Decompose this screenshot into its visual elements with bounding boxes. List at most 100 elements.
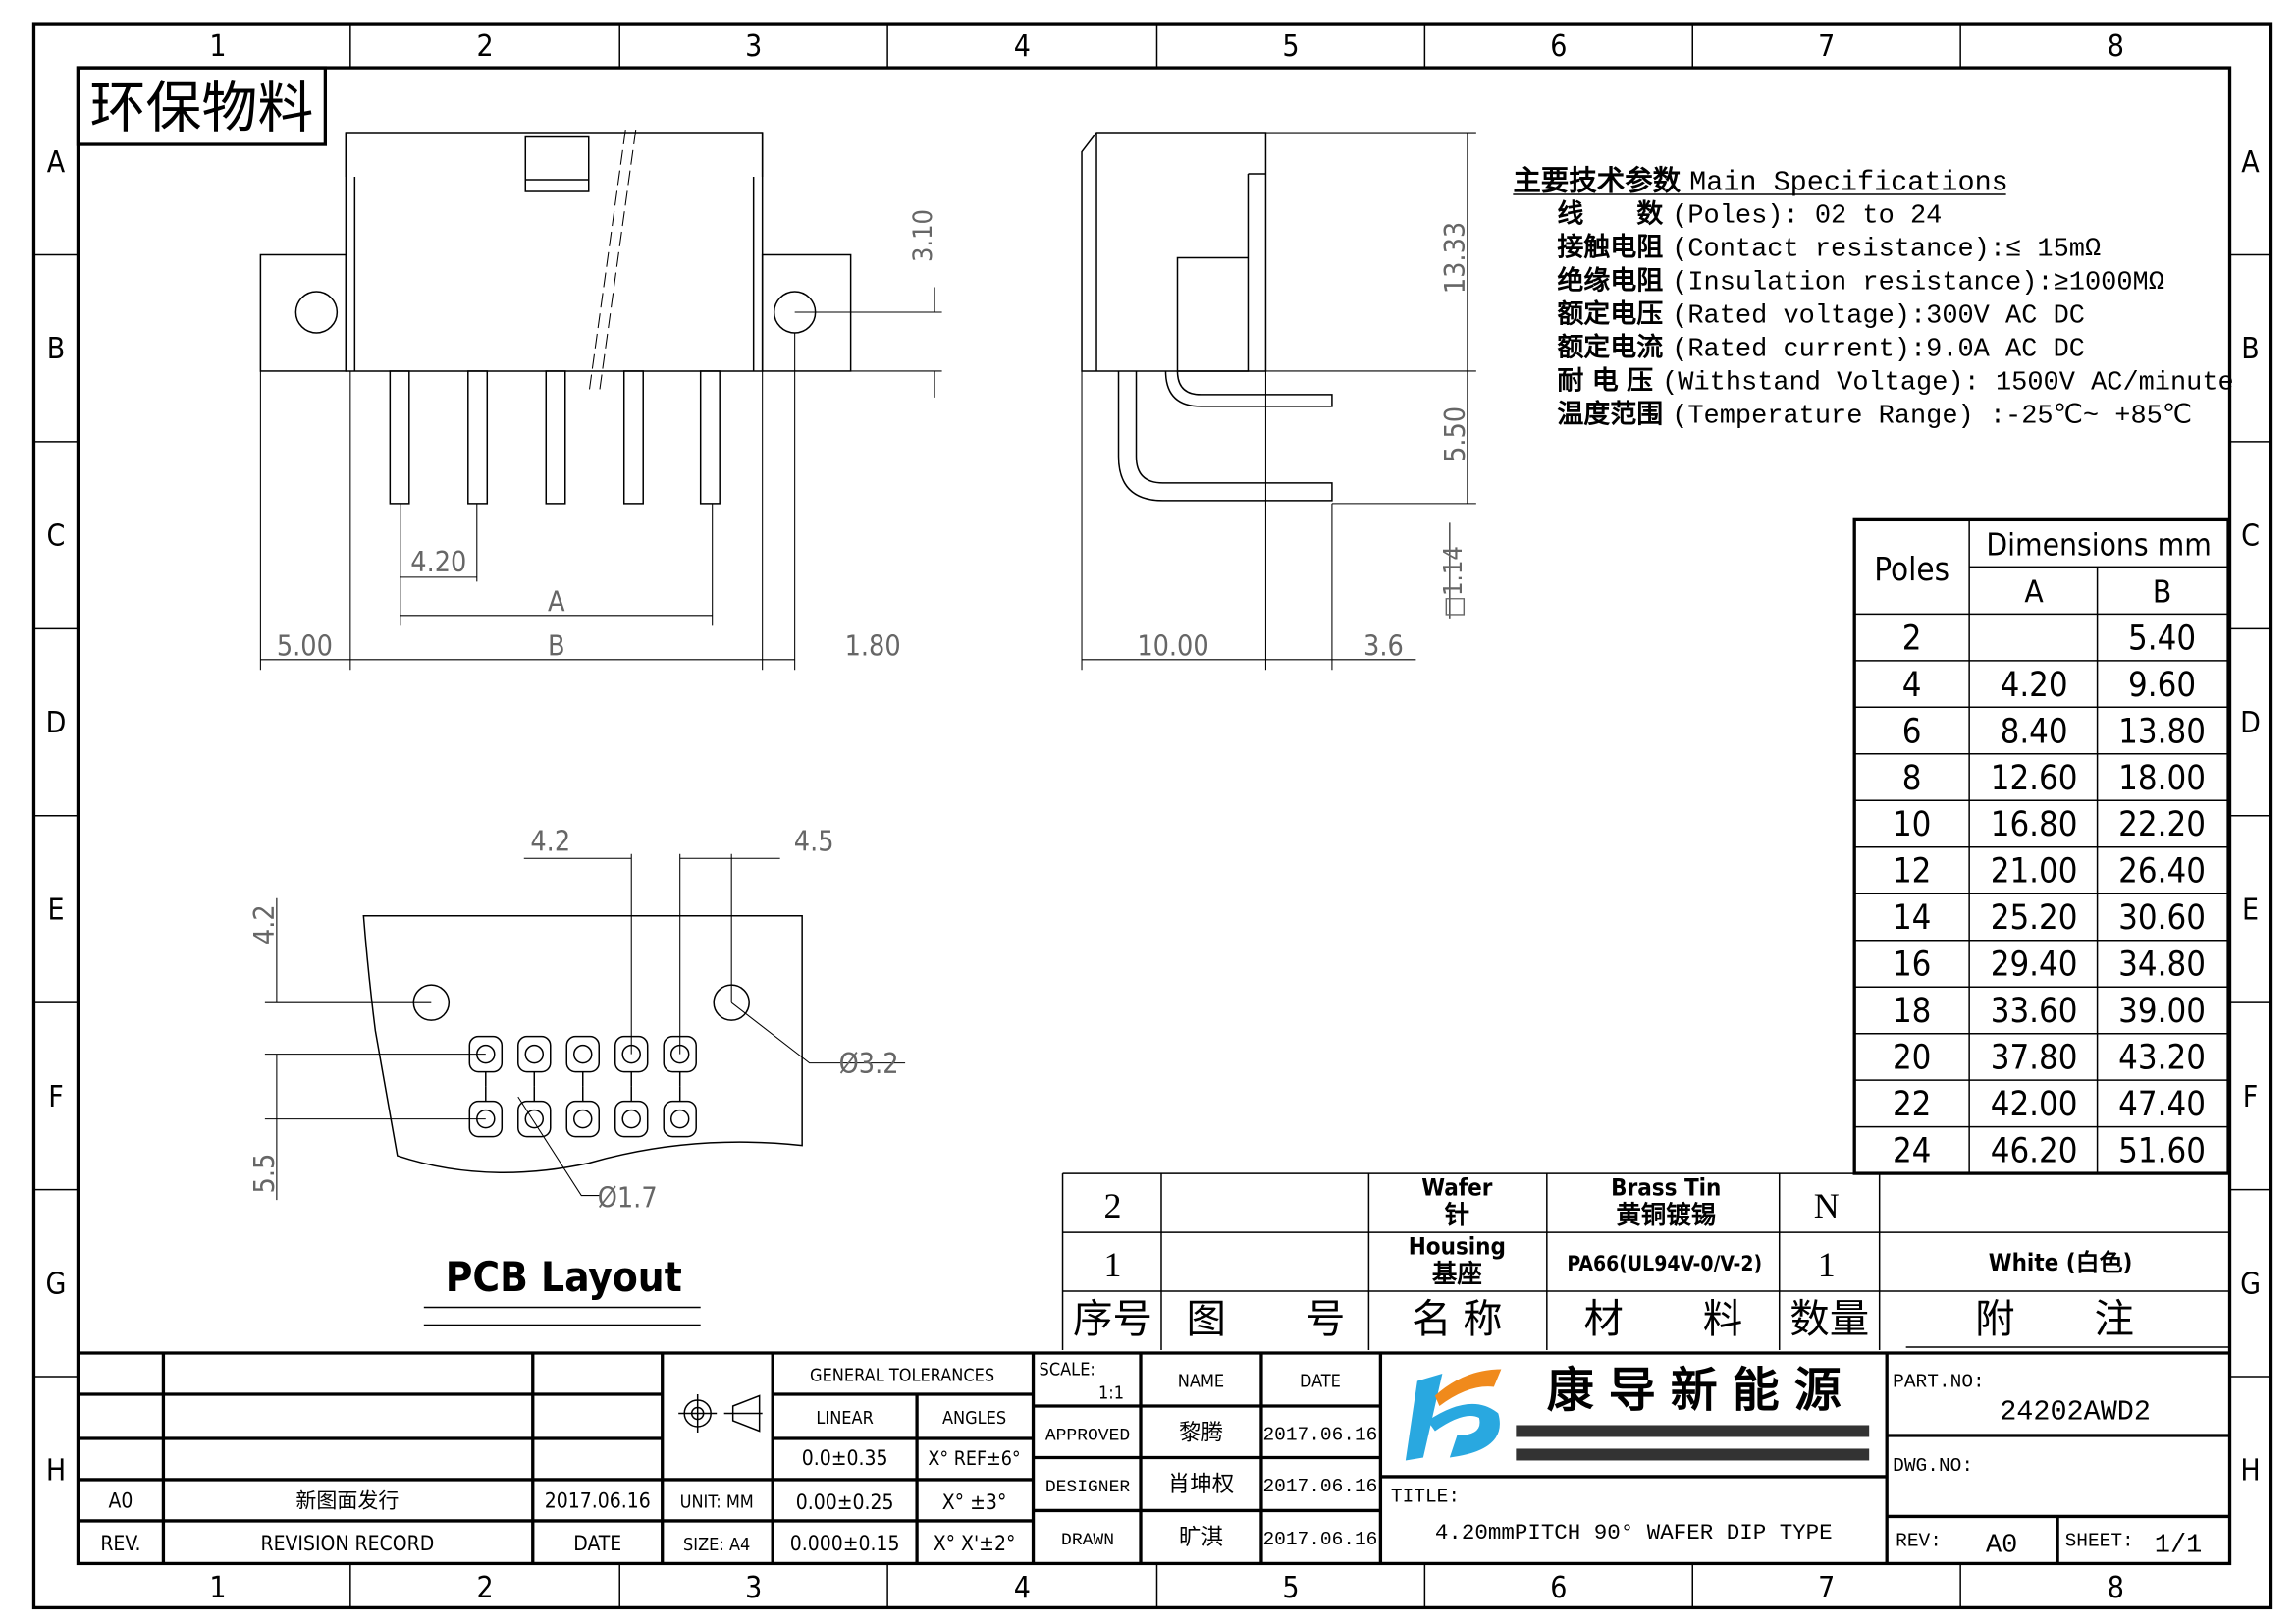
scale-label: SCALE: bbox=[1040, 1360, 1095, 1380]
spec-label-cn: 额定电压 bbox=[1557, 298, 1663, 330]
dim-3-10: 3.10 bbox=[908, 209, 938, 262]
dim-a-cell: 37.80 bbox=[1991, 1039, 2078, 1078]
bom-name-cn: 针 bbox=[1445, 1201, 1469, 1230]
pcb-dim-4-2-top: 4.2 bbox=[530, 826, 570, 858]
column-label-bottom: 4 bbox=[1014, 1571, 1031, 1605]
column-label-top: 3 bbox=[745, 29, 762, 64]
bom-name-en: Housing bbox=[1409, 1233, 1506, 1261]
dim-a-cell: 16.80 bbox=[1991, 805, 2078, 844]
spec-value: (Temperature Range) :-25℃~ +85℃ bbox=[1672, 403, 2192, 432]
revision-rev: A0 bbox=[108, 1489, 133, 1512]
eco-label: 环保物料 bbox=[76, 66, 328, 146]
dim-a-cell: 46.20 bbox=[1991, 1132, 2078, 1171]
bom-qty: 1 bbox=[1818, 1245, 1836, 1284]
spec-label-cn: 绝缘电阻 bbox=[1557, 265, 1663, 297]
dim-b-cell: 13.80 bbox=[2118, 712, 2206, 751]
column-label-bottom: 7 bbox=[1818, 1571, 1835, 1605]
dim-a-cell: 12.60 bbox=[1991, 759, 2078, 798]
signoff-name: 肖坤权 bbox=[1168, 1472, 1234, 1497]
specs-heading-cn: 主要技术参数 bbox=[1513, 165, 1681, 197]
part-no: 24202AWD2 bbox=[2000, 1395, 2151, 1428]
spec-value: (Insulation resistance):≥1000MΩ bbox=[1672, 269, 2164, 298]
signoff-name: 黎腾 bbox=[1179, 1420, 1223, 1445]
sheet-value: 1/1 bbox=[2155, 1531, 2203, 1560]
row-label-left: A bbox=[47, 145, 66, 180]
row-label-right: C bbox=[2241, 519, 2260, 554]
dim-a: A bbox=[548, 585, 565, 618]
column-label-top: 4 bbox=[1014, 29, 1031, 64]
bom-header-name: 名 称 bbox=[1412, 1295, 1503, 1342]
row-label-left: G bbox=[46, 1267, 67, 1301]
column-label-bottom: 2 bbox=[476, 1571, 493, 1605]
rev-header: REV. bbox=[100, 1532, 140, 1555]
row-label-right: G bbox=[2240, 1267, 2261, 1301]
signoff-date-header: DATE bbox=[1300, 1371, 1341, 1391]
pcb-hole-1-7: Ø1.7 bbox=[598, 1182, 658, 1215]
pcb-dim-4-2-left: 4.2 bbox=[248, 904, 281, 945]
spec-item: 耐 电 压(Withstand Voltage): 1500V AC/minut… bbox=[1557, 366, 2233, 399]
spec-value: (Rated current):9.0A AC DC bbox=[1672, 336, 2085, 365]
poles-cell: 4 bbox=[1902, 666, 1922, 705]
dim-a-cell: 42.00 bbox=[1991, 1085, 2078, 1124]
spec-item: 线 数(Poles): 02 to 24 bbox=[1557, 199, 1942, 232]
signoff-role: APPROVED bbox=[1045, 1426, 1130, 1445]
poles-cell: 20 bbox=[1893, 1039, 1931, 1078]
column-label-top: 8 bbox=[2108, 29, 2124, 64]
poles-header: Poles bbox=[1874, 550, 1949, 588]
signoff-name: 旷淇 bbox=[1179, 1525, 1223, 1550]
column-label-top: 7 bbox=[1818, 29, 1835, 64]
bom-qty: N bbox=[1814, 1186, 1840, 1225]
bom-material-cn: 黄铜镀锡 bbox=[1616, 1201, 1716, 1230]
dim-13-33: 13.33 bbox=[1439, 222, 1471, 294]
spec-label-cn: 接触电阻 bbox=[1557, 233, 1663, 263]
poles-cell: 14 bbox=[1893, 898, 1931, 938]
bom-name-en: Wafer bbox=[1421, 1174, 1492, 1202]
bom-material: PA66(UL94V-0/V-2) bbox=[1567, 1252, 1762, 1275]
company-name: 康 导 新 能 源 bbox=[1547, 1363, 1842, 1418]
signoff-role: DRAWN bbox=[1061, 1531, 1114, 1550]
row-label-left: E bbox=[47, 893, 64, 927]
spec-item: 额定电压(Rated voltage):300V AC DC bbox=[1557, 298, 2085, 332]
angle-tol-3: X° X'±2° bbox=[934, 1532, 1016, 1555]
column-label-top: 5 bbox=[1282, 29, 1299, 64]
poles-cell: 8 bbox=[1902, 759, 1922, 798]
linear-tol-1: 0.0±0.35 bbox=[802, 1446, 888, 1470]
row-label-left: F bbox=[48, 1080, 64, 1114]
pcb-dim-4-5: 4.5 bbox=[794, 826, 834, 858]
column-label-bottom: 8 bbox=[2108, 1571, 2124, 1605]
bom-header-material: 材 料 bbox=[1583, 1295, 1742, 1342]
dim-b-cell: 34.80 bbox=[2118, 946, 2206, 985]
dwg-no-label: DWG.NO: bbox=[1893, 1455, 1973, 1477]
signoff-date: 2017.06.16 bbox=[1262, 1424, 1377, 1445]
poles-cell: 18 bbox=[1893, 992, 1931, 1031]
front-view: 3.10 4.20 A 5.00 B 1.80 bbox=[259, 129, 942, 671]
bom-no: 2 bbox=[1104, 1186, 1122, 1225]
dim-a-cell: 33.60 bbox=[1991, 992, 2078, 1031]
column-label-top: 6 bbox=[1550, 29, 1567, 64]
column-label-bottom: 1 bbox=[209, 1571, 226, 1605]
column-label-top: 2 bbox=[476, 29, 493, 64]
dim-1-14: □1.14 bbox=[1439, 546, 1468, 618]
pcb-pad bbox=[517, 1035, 552, 1087]
spec-item: 绝缘电阻 (Insulation resistance):≥1000MΩ bbox=[1557, 265, 2164, 298]
spec-value: (Poles): 02 to 24 bbox=[1672, 202, 1942, 232]
poles-cell: 2 bbox=[1902, 619, 1922, 658]
poles-cell: 12 bbox=[1893, 852, 1931, 892]
row-label-left: C bbox=[47, 519, 66, 554]
bom-note: White (白色) bbox=[1989, 1249, 2133, 1276]
linear-tol-3: 0.000±0.15 bbox=[790, 1532, 900, 1555]
unit: UNIT: MM bbox=[680, 1491, 754, 1512]
column-label-top: 1 bbox=[209, 29, 226, 64]
dim-10-00: 10.00 bbox=[1137, 629, 1208, 662]
specs-heading-en: Main Specifications bbox=[1689, 167, 2008, 199]
pcb-pad bbox=[517, 1086, 552, 1138]
dim-a-cell: 25.20 bbox=[1991, 898, 2078, 938]
company-logo: 康 导 新 能 源 bbox=[1405, 1363, 1870, 1461]
title-label: TITLE: bbox=[1391, 1486, 1460, 1507]
dim-b-cell: 18.00 bbox=[2118, 759, 2206, 798]
dim-a-cell: 21.00 bbox=[1991, 852, 2078, 892]
dim-5-50: 5.50 bbox=[1439, 406, 1471, 462]
pcb-layout: 4.2 4.5 4.2 5.5 Ø3.2 Ø1.7 PCB Layout bbox=[248, 826, 906, 1326]
